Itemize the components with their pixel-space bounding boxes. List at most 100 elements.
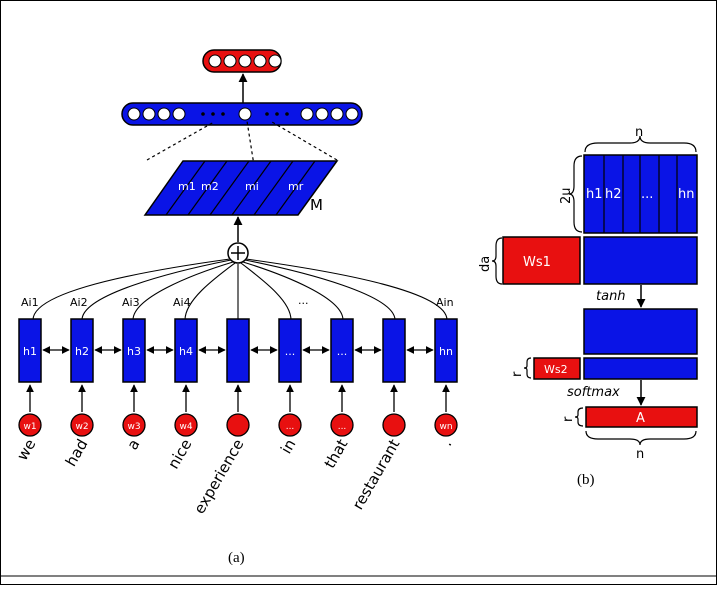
input-word: .	[437, 436, 455, 449]
input-node	[174, 413, 198, 437]
projection-lines	[146, 120, 338, 179]
flat-node	[330, 107, 344, 121]
flat-node	[238, 107, 252, 121]
flat-dot	[221, 112, 225, 116]
ws1-matrix	[502, 236, 581, 285]
input-node-label: w1	[23, 422, 36, 432]
ws2-product	[583, 357, 698, 380]
matrix-col-label: m1	[178, 180, 196, 193]
input-node-label: ...	[286, 422, 295, 432]
flat-node	[300, 107, 314, 121]
hidden-state-box	[382, 318, 406, 383]
input-node-label: wn	[439, 422, 452, 432]
input-node	[70, 413, 94, 437]
attention-label: Ai1	[21, 296, 39, 309]
flat-node	[315, 107, 329, 121]
h-matrix-label: ...	[641, 187, 653, 202]
hidden-state-box	[434, 318, 458, 383]
da-brace	[491, 237, 503, 285]
hidden-state-label: h1	[23, 345, 37, 358]
two-u-brace	[568, 155, 583, 233]
input-node	[122, 413, 146, 437]
input-node-label: w2	[75, 422, 88, 432]
flat-dot	[285, 112, 289, 116]
a-label: A	[636, 411, 645, 426]
hidden-state-label: ...	[285, 345, 296, 358]
hidden-state-box	[18, 318, 42, 383]
input-node	[382, 413, 406, 437]
a-matrix	[585, 406, 698, 428]
input-node	[18, 413, 42, 437]
input-word: a	[123, 436, 143, 453]
panel-b: n 2u h1 h2 ... hn da Ws1 tanh r Ws	[478, 125, 698, 488]
hidden-state-label: h4	[179, 345, 193, 358]
hidden-state-label: hn	[439, 345, 453, 358]
hidden-state-box	[70, 318, 94, 383]
r-brace	[523, 357, 532, 379]
matrix-m	[143, 160, 339, 216]
input-word: experience	[190, 436, 247, 517]
attention-label: Ai3	[122, 296, 140, 309]
r-label: r	[510, 371, 525, 377]
hidden-state-label: ...	[337, 345, 348, 358]
caption-b: (b)	[577, 472, 595, 488]
matrix-col-label: mi	[245, 180, 259, 193]
hidden-states: h1 h2 h3 h4...... hn	[18, 318, 458, 383]
input-node	[330, 413, 354, 437]
matrix-columns	[165, 160, 316, 216]
tanh-label: tanh	[596, 289, 626, 304]
ws2-label: Ws2	[544, 363, 568, 376]
two-u-label: 2u	[559, 187, 574, 204]
n-label-bottom: n	[636, 447, 644, 462]
input-node	[434, 413, 458, 437]
input-node-label: w4	[179, 422, 192, 432]
attention-label: Ain	[436, 296, 454, 309]
flat-node	[157, 107, 171, 121]
softmax-label: softmax	[567, 385, 620, 400]
output-vector-nodes	[208, 54, 282, 68]
hidden-state-box	[226, 318, 250, 383]
input-word: we	[13, 436, 39, 464]
input-word: that	[321, 436, 352, 471]
input-node-label: w3	[127, 422, 140, 432]
hidden-state-box	[330, 318, 354, 383]
input-word: nice	[164, 436, 195, 472]
flat-dot	[201, 112, 205, 116]
input-word: restaurant	[349, 436, 404, 513]
ws2-matrix	[533, 357, 581, 380]
hidden-state-box	[122, 318, 146, 383]
hidden-state-label: h2	[75, 345, 89, 358]
hidden-state-label: h3	[127, 345, 141, 358]
flat-node	[127, 107, 141, 121]
matrix-col-label: m2	[201, 180, 219, 193]
tanh-output	[583, 308, 698, 355]
flat-dot	[211, 112, 215, 116]
input-node	[278, 413, 302, 437]
output-node	[238, 54, 252, 68]
flat-dot	[265, 112, 269, 116]
matrix-label: M	[310, 196, 323, 214]
caption-a: (a)	[228, 550, 245, 566]
n-label-top: n	[635, 125, 643, 140]
r-brace-2	[574, 407, 584, 427]
input-nodes: w1 w2 w3 w4...... wn	[18, 384, 458, 437]
output-node	[223, 54, 237, 68]
attention-label: ...	[298, 294, 309, 307]
h-matrix-label: h2	[605, 187, 622, 202]
attention-curves	[32, 258, 448, 321]
input-node	[226, 413, 250, 437]
flattened-vector-nodes	[127, 107, 359, 121]
da-label: da	[478, 256, 493, 272]
r-label-2: r	[561, 416, 576, 422]
n-brace-bottom	[585, 430, 697, 446]
flat-node	[345, 107, 359, 121]
panel-a: m1 m2 mi mr M Ai1 Ai2 Ai3 Ai4 ... Ain	[13, 49, 458, 566]
h-matrix-columns	[603, 155, 678, 233]
ws1-label: Ws1	[523, 255, 551, 270]
h-matrix-label: h1	[586, 187, 603, 202]
output-node	[208, 54, 222, 68]
hidden-state-box	[278, 318, 302, 383]
attention-label: Ai4	[173, 296, 191, 309]
input-node-label: ...	[338, 422, 347, 432]
